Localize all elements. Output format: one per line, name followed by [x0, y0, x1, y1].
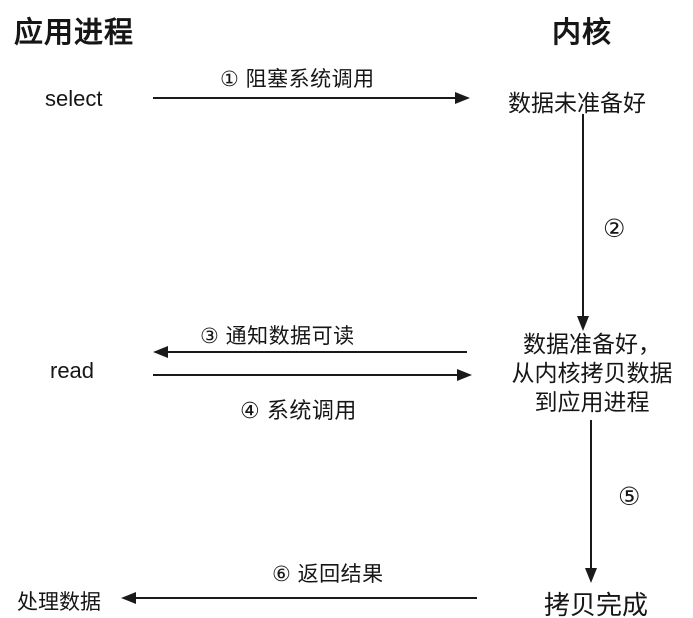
node-copy-done: 拷贝完成 — [544, 590, 649, 618]
arrow-4-syscall — [153, 369, 472, 381]
node-data-ready-line1: 数据准备好， — [523, 331, 661, 357]
node-data-not-ready: 数据未准备好 — [508, 90, 646, 116]
arrow-6-return-result — [121, 592, 477, 604]
arrow-3-label: ③ 通知数据可读 — [200, 325, 355, 348]
arrow-5-label: ⑤ — [618, 483, 641, 511]
app-process-header: 应用进程 — [14, 17, 135, 49]
arrow-3-notify-readable — [153, 346, 467, 358]
arrow-5-copying — [585, 420, 597, 583]
arrow-4-label: ④ 系统调用 — [240, 398, 357, 423]
arrow-1-blocking-syscall — [153, 92, 470, 104]
node-data-ready: 数据准备好， 从内核拷贝数据 到应用进程 — [497, 330, 687, 417]
node-process-data: 处理数据 — [17, 591, 101, 614]
node-read: read — [50, 358, 95, 383]
kernel-header: 内核 — [552, 17, 613, 49]
node-data-ready-line2: 从内核拷贝数据 — [511, 360, 673, 386]
arrow-6-label: ⑥ 返回结果 — [272, 563, 384, 586]
arrow-2-label: ② — [603, 215, 626, 243]
arrow-2-wait-data — [577, 114, 589, 331]
arrow-1-label: ① 阻塞系统调用 — [220, 68, 375, 91]
node-select: select — [45, 86, 103, 111]
node-data-ready-line3: 到应用进程 — [534, 389, 650, 415]
